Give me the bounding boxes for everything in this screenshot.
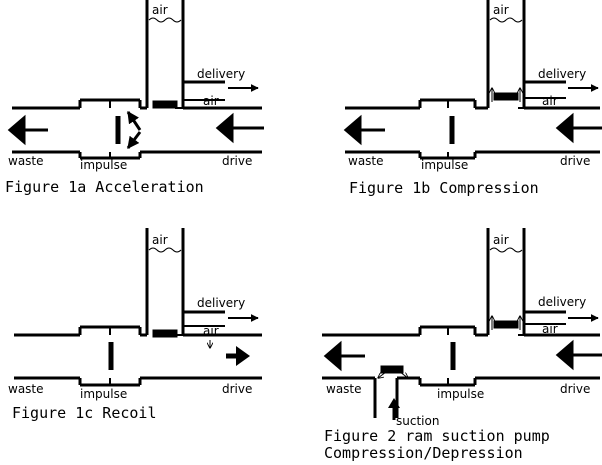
air-chamber	[145, 228, 225, 335]
air-pocket	[518, 323, 566, 336]
pipe	[322, 325, 600, 387]
flow-arrows	[7, 84, 264, 149]
label-delivery: delivery	[538, 295, 586, 309]
label-impulse: impulse	[421, 158, 468, 172]
label-air-pocket: air	[203, 94, 219, 108]
label-waste: waste	[8, 382, 44, 396]
caption-figure-2-line2: Compression/Depression	[324, 444, 523, 462]
label-drive: drive	[222, 154, 252, 168]
label-air-pocket: air	[203, 324, 219, 338]
delivery-valve	[152, 100, 178, 109]
figure-1b: air air delivery waste impulse drive Fig…	[343, 0, 602, 197]
label-impulse: impulse	[437, 387, 484, 401]
label-drive: drive	[560, 382, 590, 396]
air-chamber	[486, 0, 566, 108]
label-drive: drive	[222, 382, 252, 396]
delivery-valve	[493, 320, 519, 329]
label-waste: waste	[8, 154, 44, 168]
label-impulse: impulse	[80, 158, 127, 172]
label-air-pocket: air	[542, 322, 558, 336]
caption-figure-1a: Figure 1a Acceleration	[5, 178, 204, 196]
label-air-chamber: air	[493, 233, 509, 247]
suction-valve	[380, 365, 404, 374]
air-pocket	[175, 99, 225, 109]
flow-arrows	[323, 314, 602, 372]
label-delivery: delivery	[197, 296, 245, 310]
air-chamber	[486, 228, 566, 335]
figure-1c: air air delivery waste impulse drive Fig…	[8, 228, 262, 422]
label-delivery: delivery	[538, 67, 586, 81]
label-air-pocket: air	[542, 94, 558, 108]
label-waste: waste	[348, 154, 384, 168]
label-delivery: delivery	[197, 67, 245, 81]
label-impulse: impulse	[80, 387, 127, 401]
figure-2: air air delivery waste impulse drive suc…	[322, 228, 602, 462]
flow-arrows	[343, 84, 602, 146]
delivery-valve	[493, 92, 519, 101]
caption-figure-1b: Figure 1b Compression	[349, 179, 539, 197]
air-chamber	[145, 0, 225, 108]
label-air-chamber: air	[493, 3, 509, 17]
caption-figure-2-line1: Figure 2 ram suction pump	[324, 427, 550, 445]
label-air-chamber: air	[152, 3, 168, 17]
label-air-chamber: air	[152, 233, 168, 247]
air-pocket	[518, 97, 566, 109]
label-drive: drive	[560, 154, 590, 168]
label-waste: waste	[326, 382, 362, 396]
suction-pipe	[373, 365, 408, 420]
label-suction: suction	[396, 414, 439, 428]
figure-1a: air air delivery waste impulse drive Fig…	[5, 0, 264, 196]
flow-arrows	[210, 314, 259, 366]
caption-figure-1c: Figure 1c Recoil	[12, 404, 157, 422]
air-pocket	[175, 325, 225, 336]
delivery-valve	[152, 329, 178, 338]
